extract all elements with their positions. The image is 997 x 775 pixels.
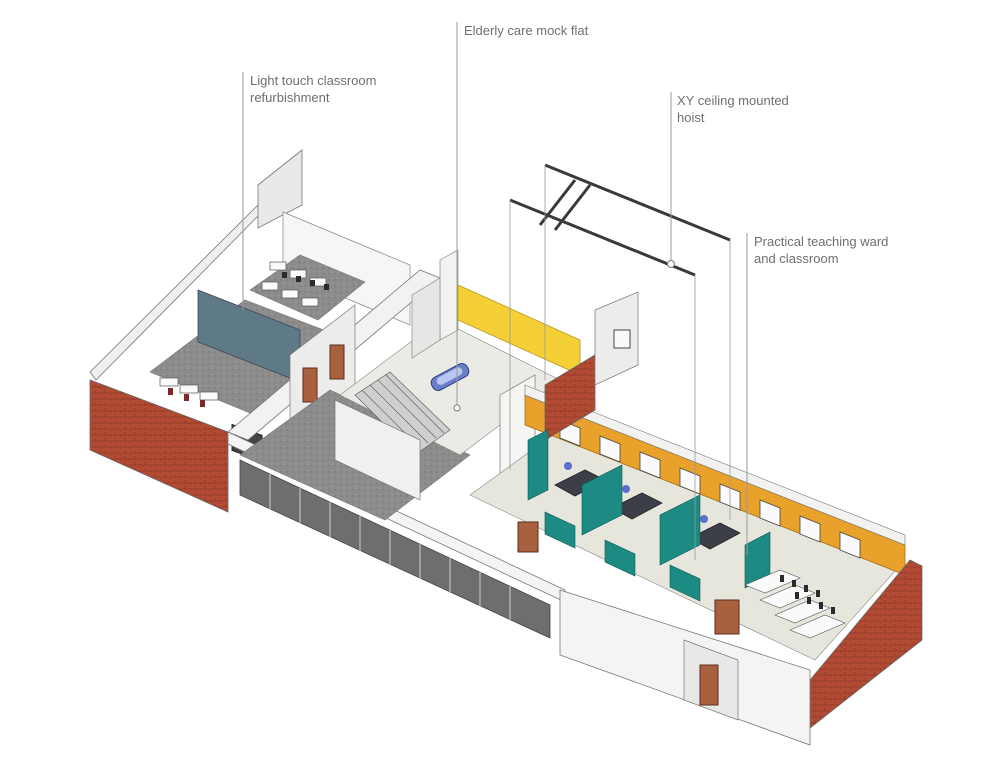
brick-wall-left: [89, 379, 229, 513]
privacy-curtains: [527, 429, 771, 602]
classroom-desks-back: [261, 261, 327, 307]
brick-wall-rear-stub: [544, 354, 596, 441]
callout-classroom-line-1: Light touch classroom: [250, 73, 377, 88]
callout-hoist-line-1: XY ceiling mounted: [677, 93, 789, 108]
classroom-back-wall: [257, 149, 303, 229]
callout-flat-line-1: Elderly care mock flat: [464, 23, 589, 38]
flat-callout-dot: [453, 404, 461, 412]
ward-entrance-door: [699, 664, 719, 706]
timber-door-left: [302, 367, 318, 403]
glazing-mullions: [269, 474, 511, 621]
hospital-beds: [554, 469, 741, 550]
callout-classroom-refurbishment: Light touch classroom refurbishment: [250, 72, 376, 106]
callout-classroom-line-2: refurbishment: [250, 90, 330, 105]
callout-ward-line-1: Practical teaching ward: [754, 234, 889, 249]
hoist-callout-dot: [667, 260, 675, 268]
callout-ward-line-2: and classroom: [754, 251, 839, 266]
ward-classroom-chairs: [780, 575, 835, 614]
ward-classroom-desks: [744, 569, 846, 639]
flat-back-wall: [439, 249, 459, 341]
flat-side-wall: [411, 277, 441, 359]
bath-tub: [430, 363, 470, 391]
hoist-drop-lines: [509, 165, 731, 560]
callout-leader-lines: [242, 22, 748, 555]
glazed-frontage: [239, 459, 551, 639]
callout-ceiling-hoist: XY ceiling mounted hoist: [677, 92, 789, 126]
classroom-chairs-front: [168, 388, 205, 407]
bed-equipment: [564, 462, 708, 523]
ward-windows: [559, 419, 861, 559]
hoist-rail-icon: [509, 163, 731, 277]
rear-window: [613, 329, 631, 349]
callout-teaching-ward: Practical teaching ward and classroom: [754, 233, 888, 267]
ward-back-wall-top: [524, 384, 906, 546]
callout-hoist-line-2: hoist: [677, 110, 705, 125]
classroom-desks-front: [159, 377, 219, 401]
classroom-inner-back-wall: [282, 211, 411, 326]
classroom-chairs-back: [282, 272, 329, 290]
ward-timber-door-1: [517, 521, 539, 553]
timber-door-left-2: [329, 344, 345, 380]
ward-timber-door-2: [714, 599, 740, 635]
stair-enclosure-wall: [334, 399, 421, 501]
callout-elderly-care-flat: Elderly care mock flat: [464, 22, 588, 39]
